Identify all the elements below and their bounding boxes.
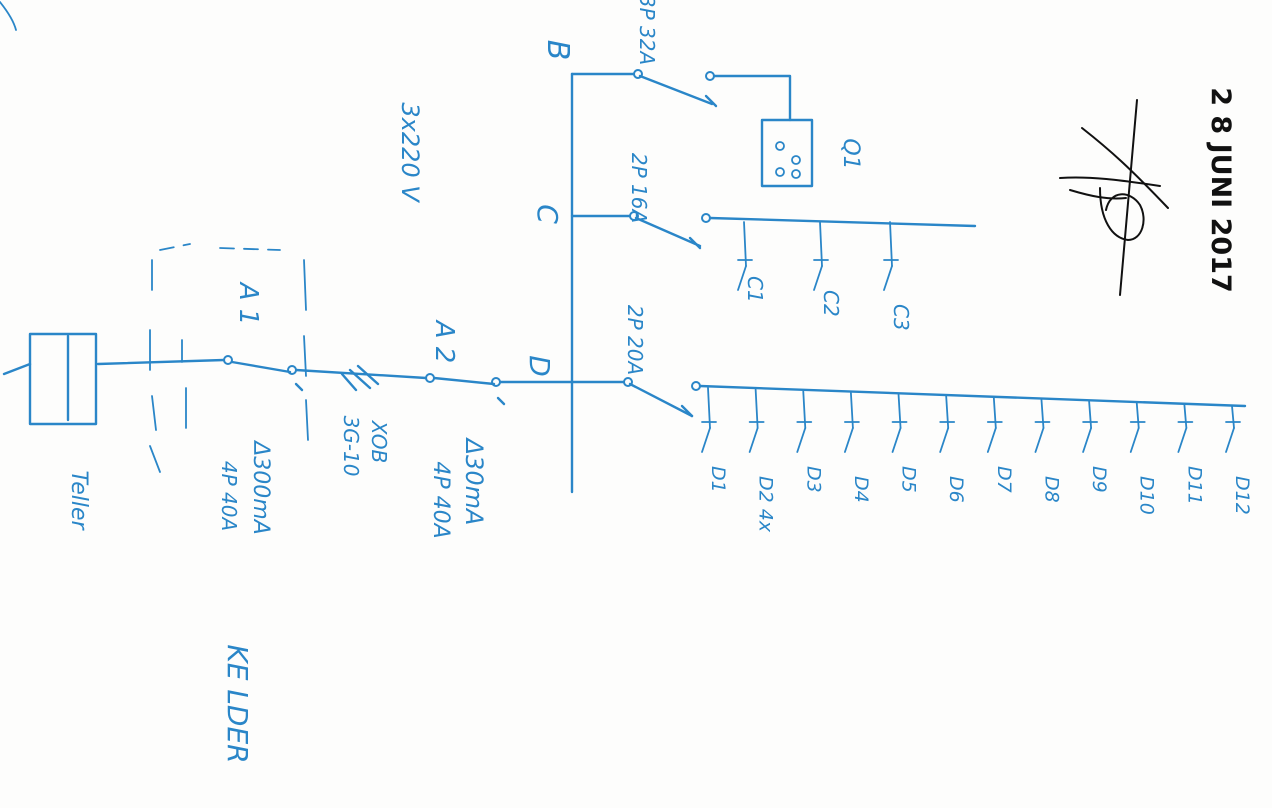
corner-mark bbox=[0, 1, 17, 31]
circuit-label: C3 bbox=[889, 304, 913, 331]
circuit-c1: C1 bbox=[737, 221, 767, 303]
busbar-b-label: B bbox=[540, 40, 575, 61]
circuit-d10: D10 bbox=[1129, 401, 1158, 515]
busbar-c-label: C bbox=[531, 204, 564, 224]
breaker-c-rating: 2P 16A bbox=[627, 153, 651, 223]
circuit-d8: D8 bbox=[1034, 398, 1062, 503]
date-stamp-text: 2 8 JUNI 2017 bbox=[1205, 87, 1236, 293]
circuit-label: D11 bbox=[1183, 466, 1205, 505]
circuit-label: D3 bbox=[802, 466, 824, 493]
branch-d: D1 D2 4x D3 D4 D5 D6 D7 D8 D9 D10 D11 D12 bbox=[570, 377, 1253, 533]
date-stamp: 2 8 JUNI 2017 bbox=[1205, 87, 1236, 293]
a2-spec: 4P 40A bbox=[428, 461, 453, 538]
circuit-label: D1 bbox=[707, 466, 729, 493]
cable-label: KE LDER bbox=[221, 644, 254, 763]
breaker-b-rating: 3P 32A bbox=[635, 0, 659, 65]
circuit-d3: D3 bbox=[796, 390, 824, 493]
a1-label: A 1 bbox=[233, 281, 263, 326]
circuit-d9: D9 bbox=[1082, 400, 1110, 493]
meter-box bbox=[28, 332, 98, 426]
a1-spec: 4P 40A bbox=[217, 461, 241, 531]
circuit-d11: D11 bbox=[1177, 403, 1205, 505]
circuit-label: D4 bbox=[850, 476, 872, 503]
circuit-d4: D4 bbox=[844, 392, 872, 503]
circuit-label: C1 bbox=[743, 276, 767, 303]
a1-rating: Δ300mA bbox=[248, 439, 273, 535]
labels: B C D 3P 32A 2P 16A 2P 20A Q1 3x220 V A … bbox=[66, 0, 863, 764]
branch-b bbox=[570, 69, 814, 188]
circuit-label: D2 4x bbox=[755, 476, 777, 533]
busbar-d-label: D bbox=[523, 355, 556, 377]
circuit-c3: C3 bbox=[883, 221, 913, 331]
circuit-label: D9 bbox=[1088, 466, 1110, 493]
circuit-label: D8 bbox=[1040, 476, 1062, 503]
q1-load-box bbox=[760, 118, 814, 188]
circuit-label: D7 bbox=[993, 466, 1015, 493]
a2-rating: Δ30mA bbox=[460, 437, 488, 526]
d-circuit-drops: D1 D2 4x D3 D4 D5 D6 D7 D8 D9 D10 D11 D12 bbox=[701, 387, 1253, 533]
a2-label: A 2 bbox=[429, 319, 459, 364]
circuit-d12: D12 bbox=[1225, 405, 1253, 515]
signature bbox=[1059, 99, 1169, 296]
circuit-d2-4x: D2 4x bbox=[748, 388, 777, 533]
circuit-d5: D5 bbox=[891, 393, 920, 493]
circuit-label: C2 bbox=[819, 290, 843, 317]
meter-label: Teller bbox=[66, 470, 91, 531]
circuit-d6: D6 bbox=[939, 395, 967, 503]
breaker-d-rating: 2P 20A bbox=[623, 305, 647, 375]
supply-voltage: 3x220 V bbox=[396, 102, 424, 203]
circuit-c2: C2 bbox=[813, 221, 843, 317]
q1-label: Q1 bbox=[838, 138, 863, 169]
circuit-d7: D7 bbox=[986, 396, 1015, 493]
surge-line1: XOB bbox=[367, 420, 391, 463]
circuit-d1: D1 bbox=[701, 387, 729, 493]
surge-line2: 3G-10 bbox=[339, 416, 363, 477]
circuit-label: D10 bbox=[1136, 476, 1158, 515]
circuit-label: D12 bbox=[1231, 476, 1253, 515]
circuit-label: D6 bbox=[945, 476, 967, 503]
circuit-label: D5 bbox=[898, 466, 920, 493]
incoming-chain bbox=[2, 243, 574, 473]
